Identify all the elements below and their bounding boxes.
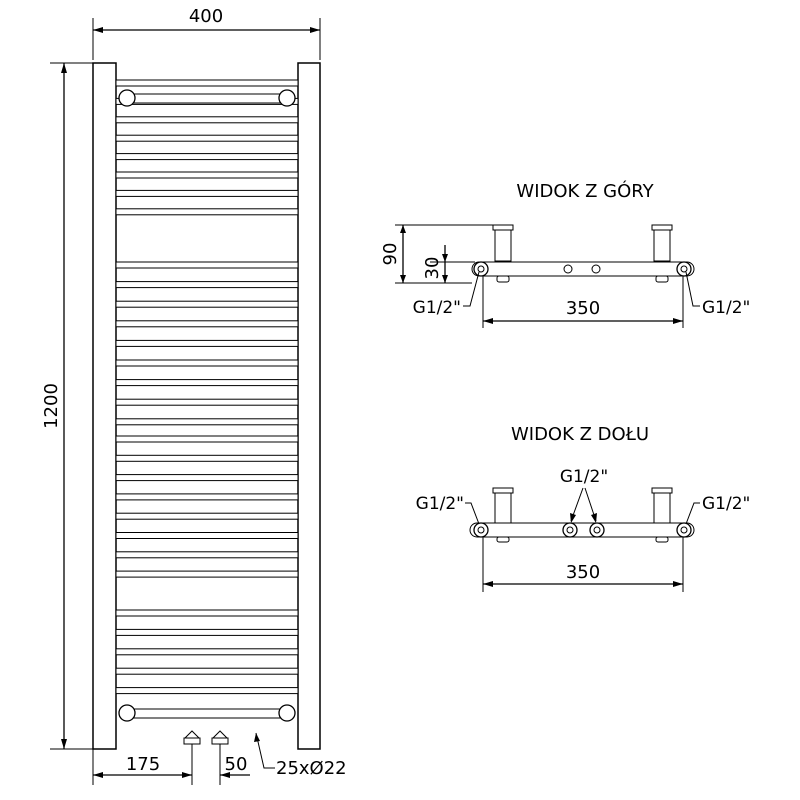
horizontal-tube-21 bbox=[115, 493, 299, 501]
front-height-label: 1200 bbox=[41, 383, 62, 429]
bottom-middle-connection-label: G1/2" bbox=[560, 467, 608, 487]
bottom-view-title: WIDOK Z DOŁU bbox=[511, 424, 649, 445]
top-left-connection-label: G1/2" bbox=[413, 298, 461, 318]
horizontal-tube-30 bbox=[115, 687, 299, 695]
horizontal-tube-28 bbox=[115, 648, 299, 656]
horizontal-tube-19 bbox=[115, 454, 299, 462]
top-view-title: WIDOK Z GÓRY bbox=[516, 180, 654, 202]
horizontal-tube-15 bbox=[115, 379, 299, 387]
top-right-mount-circle bbox=[278, 89, 296, 107]
front-view: 400 1200 175 50 25xØ22 bbox=[41, 6, 347, 785]
horizontal-tube-16 bbox=[115, 398, 299, 406]
horizontal-tube-13 bbox=[115, 339, 299, 347]
horizontal-tube-8 bbox=[115, 208, 299, 216]
bottom-view: WIDOK Z DOŁU G1/2" G1/2" G1/2" bbox=[416, 424, 750, 592]
bottom-valve-right bbox=[211, 730, 229, 745]
bottom-left-connection-label: G1/2" bbox=[416, 494, 464, 514]
horizontal-tube-12 bbox=[115, 320, 299, 328]
bottom-left-mount-circle bbox=[118, 704, 136, 722]
horizontal-tube-26 bbox=[115, 609, 299, 617]
horizontal-tube-20 bbox=[115, 474, 299, 482]
front-width-label: 400 bbox=[189, 6, 223, 27]
top-spacing-label: 350 bbox=[566, 298, 600, 319]
top-right-connection-circle bbox=[676, 261, 692, 277]
bottom-left-standoff bbox=[494, 490, 512, 525]
horizontal-tube-1 bbox=[115, 79, 299, 87]
front-offset-label: 175 bbox=[126, 754, 160, 775]
top-left-standoff bbox=[494, 227, 512, 262]
horizontal-tube-23 bbox=[115, 532, 299, 539]
horizontal-tube-24 bbox=[115, 551, 299, 559]
horizontal-tube-18 bbox=[115, 435, 299, 443]
top-right-standoff bbox=[653, 227, 671, 262]
left-rail bbox=[92, 62, 117, 750]
front-tubes-label: 25xØ22 bbox=[276, 758, 347, 779]
horizontal-tube-14 bbox=[115, 359, 299, 367]
horizontal-tube-27 bbox=[115, 628, 299, 636]
horizontal-tube-11 bbox=[115, 300, 299, 308]
horizontal-tube-29 bbox=[115, 667, 299, 675]
top-offset-label: 30 bbox=[422, 257, 443, 280]
top-right-connection-label: G1/2" bbox=[702, 298, 750, 318]
bottom-valve-left bbox=[183, 730, 201, 745]
bottom-middle-right-connection-circle bbox=[589, 522, 605, 538]
top-mount-rod bbox=[125, 93, 289, 104]
horizontal-tube-10 bbox=[115, 281, 299, 289]
bottom-right-mount-circle bbox=[278, 704, 296, 722]
horizontal-tube-7 bbox=[115, 189, 299, 197]
horizontal-tube-17 bbox=[115, 418, 299, 426]
horizontal-tube-3 bbox=[115, 116, 299, 124]
top-main-tube bbox=[471, 261, 695, 277]
top-view: WIDOK Z GÓRY 90 30 G1/2" G1/2" bbox=[380, 180, 750, 328]
horizontal-tubes bbox=[115, 79, 299, 695]
right-rail bbox=[297, 62, 321, 750]
horizontal-tube-25 bbox=[115, 570, 299, 578]
bottom-left-connection-circle bbox=[473, 522, 489, 538]
top-depth-label: 90 bbox=[380, 243, 401, 266]
horizontal-tube-4 bbox=[115, 134, 299, 142]
bottom-right-standoff bbox=[653, 490, 671, 525]
front-spacing-label: 50 bbox=[225, 754, 248, 775]
bottom-spacing-label: 350 bbox=[566, 562, 600, 583]
horizontal-tube-22 bbox=[115, 512, 299, 520]
bottom-main-tube bbox=[469, 522, 695, 538]
top-left-mount-circle bbox=[118, 89, 136, 107]
horizontal-tube-9 bbox=[115, 261, 299, 269]
bottom-middle-left-connection-circle bbox=[562, 522, 578, 538]
horizontal-tube-5 bbox=[115, 153, 299, 161]
horizontal-tube-6 bbox=[115, 171, 299, 179]
top-left-connection-circle bbox=[473, 261, 489, 277]
bottom-mount-rod bbox=[125, 708, 289, 719]
bottom-right-connection-circle bbox=[676, 522, 692, 538]
bottom-right-connection-label: G1/2" bbox=[702, 494, 750, 514]
